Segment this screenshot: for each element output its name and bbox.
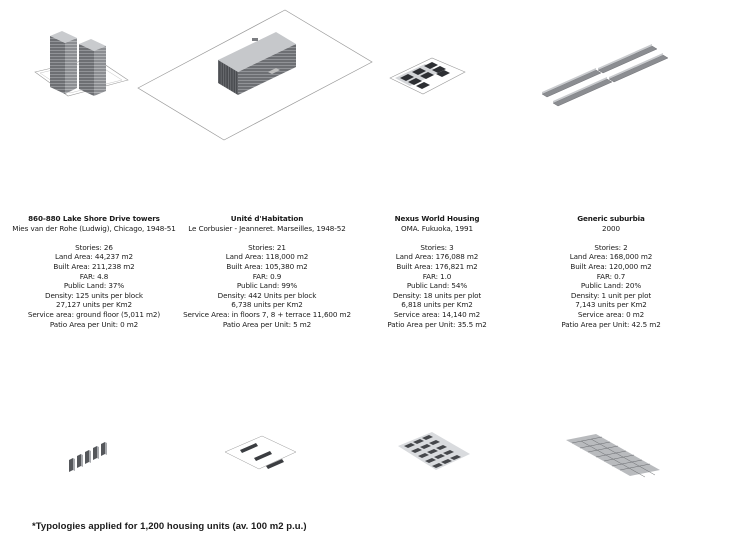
stat-service-area: Service area: 0 m2 <box>577 309 645 319</box>
stat-patio-area: Patio Area per Unit: 5 m2 <box>222 319 312 329</box>
stat-units-per-km2: 7,143 units per Km2 <box>575 300 647 310</box>
column-unite: Unité d'Habitation Le Corbusier - Jeanne… <box>178 214 356 329</box>
stat-built-area: Built Area: 105,380 m2 <box>226 261 308 271</box>
column-lake-shore: 860-880 Lake Shore Drive towers Mies van… <box>5 214 183 329</box>
nexus-world-large <box>389 57 466 95</box>
stat-far: FAR: 0.7 <box>596 271 626 281</box>
lake-shore-towers-small <box>69 442 107 472</box>
stat-far: FAR: 0.9 <box>252 271 282 281</box>
column-title: Nexus World Housing <box>394 214 480 223</box>
stat-units-per-km2: 6,818 units per Km2 <box>401 300 473 310</box>
stat-built-area: Built Area: 176,821 m2 <box>396 261 478 271</box>
stat-public-land: Public Land: 54% <box>406 281 468 291</box>
stat-land-area: Land Area: 118,000 m2 <box>225 252 309 262</box>
column-nexus: Nexus World Housing OMA. Fukuoka, 1991 S… <box>348 214 526 329</box>
column-title: 860-880 Lake Shore Drive towers <box>28 214 160 223</box>
stat-stories: Stories: 3 <box>420 242 454 252</box>
stat-public-land: Public Land: 99% <box>236 281 298 291</box>
column-subtitle: Le Corbusier - Jeanneret. Marseilles, 19… <box>188 223 346 233</box>
column-suburbia: Generic suburbia 2000 Stories: 2 Land Ar… <box>522 214 700 329</box>
stat-density: Density: 1 unit per plot <box>570 290 652 300</box>
stat-service-area: Service Area: in floors 7, 8 + terrace 1… <box>183 309 351 319</box>
footnote: *Typologies applied for 1,200 housing un… <box>32 521 307 532</box>
stat-service-area: Service area: 14,140 m2 <box>393 309 481 319</box>
stat-stories: Stories: 21 <box>248 242 286 252</box>
nexus-world-small <box>398 432 470 470</box>
unite-habitation-small <box>224 435 297 470</box>
stat-patio-area: Patio Area per Unit: 0 m2 <box>49 319 139 329</box>
stat-land-area: Land Area: 168,000 m2 <box>569 252 653 262</box>
column-title: Unité d'Habitation <box>230 214 304 223</box>
column-subtitle: Mies van der Rohe (Ludwig), Chicago, 194… <box>12 223 176 233</box>
stat-units-per-km2: 27,127 units per Km2 <box>56 300 132 310</box>
stat-built-area: Built Area: 211,238 m2 <box>53 261 135 271</box>
stat-stories: Stories: 26 <box>75 242 113 252</box>
stat-units-per-km2: 6,738 units per Km2 <box>231 300 303 310</box>
stat-far: FAR: 1.0 <box>422 271 452 281</box>
column-subtitle: 2000 <box>602 223 620 233</box>
column-title: Generic suburbia <box>577 214 645 223</box>
stat-density: Density: 125 units per block <box>45 290 143 300</box>
stat-density: Density: 18 units per plot <box>392 290 482 300</box>
stat-density: Density: 442 Units per block <box>217 290 317 300</box>
unite-habitation-large <box>137 9 373 141</box>
stat-service-area: Service area: ground floor (5,011 m2) <box>27 309 161 319</box>
stat-stories: Stories: 2 <box>594 242 628 252</box>
lake-shore-towers-large <box>34 31 129 97</box>
column-subtitle: OMA. Fukuoka, 1991 <box>401 223 473 233</box>
stat-patio-area: Patio Area per Unit: 42.5 m2 <box>561 319 661 329</box>
stat-land-area: Land Area: 176,088 m2 <box>395 252 479 262</box>
stat-public-land: Public Land: 20% <box>580 281 642 291</box>
stat-public-land: Public Land: 37% <box>63 281 125 291</box>
stat-built-area: Built Area: 120,000 m2 <box>570 261 652 271</box>
stat-far: FAR: 4.8 <box>79 271 109 281</box>
generic-suburbia-large <box>541 44 669 107</box>
generic-suburbia-small <box>566 434 660 478</box>
stat-patio-area: Patio Area per Unit: 35.5 m2 <box>387 319 487 329</box>
stat-land-area: Land Area: 44,237 m2 <box>54 252 134 262</box>
